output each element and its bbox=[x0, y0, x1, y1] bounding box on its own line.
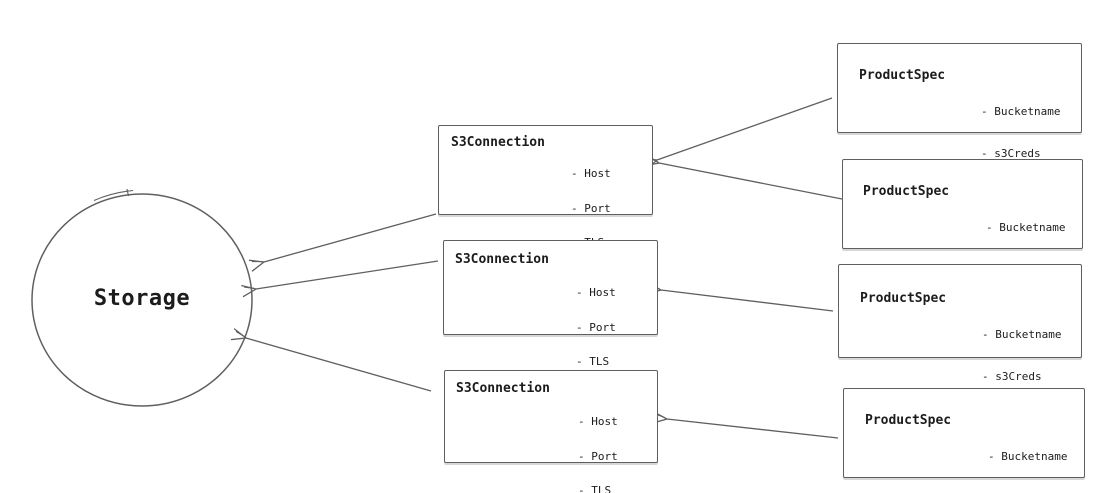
attribute: - Host bbox=[578, 415, 618, 428]
attribute: - Bucketname bbox=[988, 450, 1068, 463]
circle-sketch-tick bbox=[126, 188, 130, 197]
productspec-node-1: ProductSpec - Bucketname - s3Creds bbox=[842, 159, 1083, 276]
attribute: - Port bbox=[578, 449, 618, 463]
arrow-productspec1-s3connection0 bbox=[659, 163, 843, 200]
attribute: - s3Creds bbox=[982, 370, 1042, 383]
node-attributes: - Bucketname - s3Creds bbox=[982, 300, 1061, 412]
arrow-s3connection2-storage bbox=[246, 338, 432, 392]
arrow-productspec3-s3connection2 bbox=[667, 419, 839, 439]
node-attributes: - Host - Port - TLS bbox=[576, 264, 616, 391]
circle-sketch-overlap bbox=[93, 189, 134, 202]
arrow-s3connection0-storage bbox=[264, 213, 437, 262]
attribute: - Host bbox=[576, 286, 616, 299]
attribute: - Bucketname bbox=[981, 105, 1061, 118]
attribute: - Port bbox=[571, 201, 611, 215]
node-title: S3Connection bbox=[456, 381, 550, 396]
node-title: ProductSpec bbox=[863, 184, 950, 199]
storage-node-label: Storage bbox=[93, 286, 191, 311]
attribute: - Bucketname bbox=[986, 221, 1066, 234]
s3connection-node-0: S3Connection - Host - Port - TLS bbox=[438, 125, 653, 248]
arrow-s3connection1-storage bbox=[256, 260, 439, 289]
node-title: S3Connection bbox=[455, 252, 549, 267]
node-title: ProductSpec bbox=[865, 413, 952, 428]
attribute: - Port bbox=[576, 320, 616, 334]
node-title: ProductSpec bbox=[860, 291, 947, 306]
node-attributes: - Host - Port - TLS bbox=[578, 393, 618, 493]
storage-circle bbox=[31, 193, 253, 407]
arrow-productspec0-s3connection0 bbox=[657, 97, 833, 160]
attribute: - Bucketname bbox=[982, 328, 1062, 341]
node-title: S3Connection bbox=[451, 135, 545, 150]
node-attributes: - Bucketname - s3Creds bbox=[981, 77, 1060, 189]
attribute: - TLS bbox=[578, 484, 612, 493]
s3connection-node-2: S3Connection - Host - Port - TLS bbox=[444, 370, 658, 493]
node-attributes: - Bucketname - s3Creds bbox=[988, 422, 1067, 493]
node-title: ProductSpec bbox=[859, 68, 946, 83]
attribute: - TLS bbox=[576, 355, 610, 368]
attribute: - s3Creds bbox=[981, 147, 1041, 160]
productspec-node-2: ProductSpec - Bucketname - s3Creds bbox=[838, 264, 1082, 383]
s3connection-node-1: S3Connection - Host - Port - TLS bbox=[443, 240, 658, 367]
productspec-node-3: ProductSpec - Bucketname - s3Creds bbox=[843, 388, 1085, 493]
attribute: - Host bbox=[571, 167, 611, 180]
productspec-node-0: ProductSpec - Bucketname - s3Creds bbox=[837, 43, 1082, 160]
arrow-productspec2-s3connection1 bbox=[661, 290, 834, 312]
